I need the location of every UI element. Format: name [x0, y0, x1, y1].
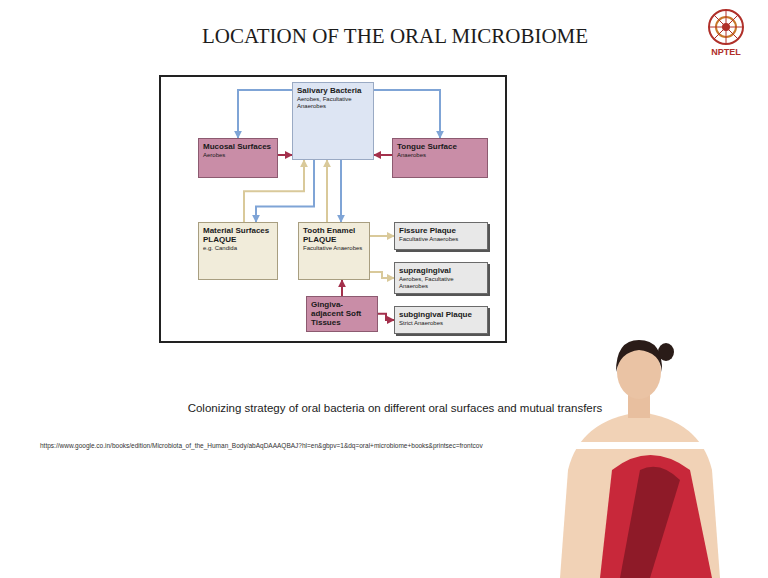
- nptel-emblem: [709, 10, 743, 44]
- transfer-arrow: [370, 235, 394, 237]
- transfer-arrow: [340, 160, 342, 222]
- plaque-type-box: Fissure PlaqueFacultative Anaerobes: [394, 222, 488, 250]
- saliva-box: Salivary BacteriaAerobes, Facultative An…: [292, 82, 374, 160]
- plaque-box: Tooth Enamel PLAQUEFacultative Anaerobes: [298, 222, 370, 280]
- site-box: Gingiva-adjacent Soft Tissues: [306, 296, 378, 332]
- node-heading: Material Surfaces PLAQUE: [203, 226, 273, 244]
- node-heading: Mucosal Surfaces: [203, 142, 273, 151]
- presenter-figure: [560, 340, 720, 578]
- node-heading: supragingival: [399, 266, 483, 275]
- node-note: Strict Anaerobes: [399, 320, 483, 327]
- site-box: Tongue SurfaceAnaerobes: [392, 138, 488, 178]
- transfer-arrow: [378, 314, 394, 320]
- node-note: Facultative Anaerobes: [399, 236, 483, 243]
- transfer-arrow: [374, 90, 440, 138]
- transfer-arrow: [374, 154, 392, 156]
- node-heading: Salivary Bacteria: [297, 86, 369, 95]
- plaque-type-box: subgingival PlaqueStrict Anaerobes: [394, 306, 488, 334]
- transfer-arrow: [341, 280, 343, 296]
- transfer-arrow: [370, 272, 394, 278]
- node-heading: Gingiva-adjacent Soft Tissues: [311, 300, 373, 328]
- node-heading: Tooth Enamel PLAQUE: [303, 226, 365, 244]
- node-heading: Fissure Plaque: [399, 226, 483, 235]
- site-box: Mucosal SurfacesAerobes: [198, 138, 278, 178]
- node-note: Aerobes, Facultative Anaerobes: [399, 276, 483, 290]
- transfer-arrow: [278, 154, 292, 156]
- node-heading: Tongue Surface: [397, 142, 483, 151]
- transfer-arrow: [326, 160, 328, 222]
- slide-title: LOCATION OF THE ORAL MICROBIOME: [120, 24, 670, 49]
- node-note: Aerobes: [203, 152, 273, 159]
- node-note: Anaerobes: [397, 152, 483, 159]
- plaque-box: Material Surfaces PLAQUEe.g. Candida: [198, 222, 278, 280]
- figure-caption: Colonizing strategy of oral bacteria on …: [110, 402, 680, 414]
- node-note: e.g. Candida: [203, 245, 273, 252]
- node-note: Facultative Anaerobes: [303, 245, 365, 252]
- plaque-type-box: supragingivalAerobes, Facultative Anaero…: [394, 262, 488, 294]
- source-url: https://www.google.co.in/books/edition/M…: [40, 442, 740, 449]
- node-note: Aerobes, Facultative Anaerobes: [297, 96, 369, 110]
- logo-text: NPTEL: [700, 47, 752, 57]
- node-heading: subgingival Plaque: [399, 310, 483, 319]
- diagram-frame: [160, 76, 506, 342]
- transfer-arrow: [238, 90, 292, 138]
